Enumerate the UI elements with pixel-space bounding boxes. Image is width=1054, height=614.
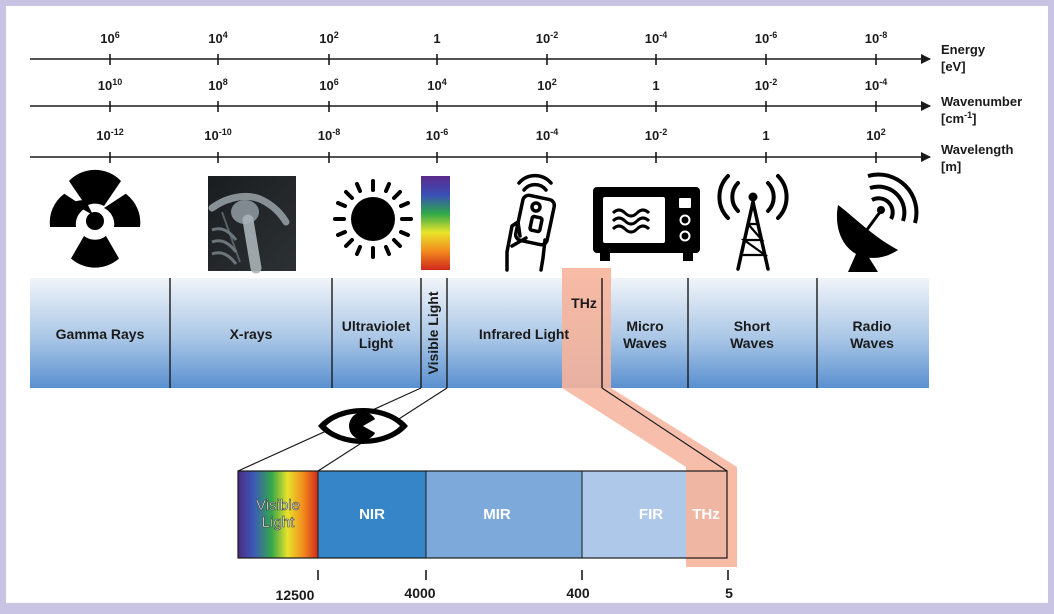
- radio-tower-icon: [717, 174, 789, 271]
- band-label-thz: THz: [571, 295, 597, 311]
- band-row-background: [30, 278, 929, 388]
- wavenumber-tick-label: 1010: [98, 77, 122, 93]
- detail-nir-segment: [318, 471, 426, 558]
- wavelength-tick-label: 10-10: [204, 127, 231, 143]
- scale-axes: Energy [eV] 106 104 102 1 10-2 10-4 10-6 10-8 W…: [30, 30, 1022, 174]
- radiation-icon: [49, 169, 141, 268]
- wavelength-tick-label: 10-12: [96, 127, 123, 143]
- energy-tick-label: 10-2: [536, 30, 558, 46]
- wavelength-tick-label: 10-4: [536, 127, 558, 143]
- wavelength-tick-label: 10-6: [426, 127, 448, 143]
- remote-control-icon: [505, 173, 557, 272]
- sun-icon: [333, 179, 413, 259]
- eye-icon: [318, 408, 408, 444]
- detail-bar-outline: [237, 470, 728, 559]
- energy-scale: Energy [eV] 106 104 102 1 10-2 10-4 10-6 10-8: [30, 30, 986, 74]
- detail-visible-segment: [238, 471, 318, 558]
- band-label-visible: Visible Light: [425, 291, 441, 374]
- band-label-gamma-rays: Gamma Rays: [56, 326, 145, 342]
- detail-label-fir: FIR: [639, 506, 663, 523]
- energy-ticks: 106 104 102 1 10-2 10-4 10-6 10-8: [100, 30, 887, 65]
- band-label-infrared: Infrared Light: [479, 326, 570, 342]
- wavelength-tick-label: 10-2: [645, 127, 667, 143]
- wavenumber-tick-label: 1: [652, 78, 659, 93]
- energy-tick-label: 106: [100, 30, 119, 46]
- wavelength-ticks: 10-12 10-10 10-8 10-6 10-4 10-2 1 102: [96, 127, 886, 163]
- wavenumber-tick-label: 104: [427, 77, 446, 93]
- energy-tick-label: 10-8: [865, 30, 887, 46]
- thz-projection: [562, 388, 737, 467]
- detail-tick-label-400: 400: [566, 585, 590, 601]
- energy-tick-label: 1: [433, 31, 440, 46]
- band-dividers: [169, 278, 818, 388]
- detail-thz-segment: [686, 471, 727, 558]
- energy-tick-label: 102: [319, 30, 338, 46]
- detail-tick-label-4000: 4000: [404, 585, 435, 601]
- band-label-x-rays: X-rays: [230, 326, 273, 342]
- wavelength-axis-unit: [m]: [941, 159, 961, 174]
- detail-label-nir: NIR: [359, 506, 385, 523]
- wavenumber-tick-label: 102: [537, 77, 556, 93]
- wavenumber-axis-unit: [cm-1]: [941, 110, 976, 126]
- wavenumber-tick-label: 10-4: [865, 77, 887, 93]
- wavelength-tick-label: 10-8: [318, 127, 340, 143]
- wavenumber-tick-label: 108: [208, 77, 227, 93]
- band-icons: [49, 169, 919, 274]
- wavenumber-ticks: 1010 108 106 104 102 1 10-2 10-4: [98, 77, 887, 112]
- wavenumber-tick-label: 106: [319, 77, 338, 93]
- wavelength-tick-label: 102: [866, 127, 885, 143]
- energy-tick-label: 104: [208, 30, 227, 46]
- energy-tick-label: 10-6: [755, 30, 777, 46]
- satellite-dish-icon: [836, 172, 919, 272]
- detail-wavenumber-ticks: [317, 570, 729, 580]
- rainbow-strip-icon: [421, 176, 450, 270]
- energy-axis-unit: [eV]: [941, 59, 966, 74]
- thz-highlight: [562, 268, 611, 388]
- xray-shoulder-icon: [208, 176, 296, 274]
- energy-axis-label: Energy: [941, 42, 986, 57]
- detail-label-mir: MIR: [483, 506, 511, 523]
- microwave-oven-icon: [593, 187, 700, 261]
- wavelength-tick-label: 1: [762, 128, 769, 143]
- detail-label-thz: THz: [692, 506, 720, 523]
- wavenumber-axis-label: Wavenumber: [941, 94, 1022, 109]
- wavelength-axis-label: Wavelength: [941, 142, 1014, 157]
- detail-mir-segment: [426, 471, 582, 558]
- detail-tick-label-12500: 12500: [276, 587, 315, 603]
- energy-tick-label: 10-4: [645, 30, 667, 46]
- wavenumber-tick-label: 10-2: [755, 77, 777, 93]
- detail-tick-label-5: 5: [725, 585, 733, 601]
